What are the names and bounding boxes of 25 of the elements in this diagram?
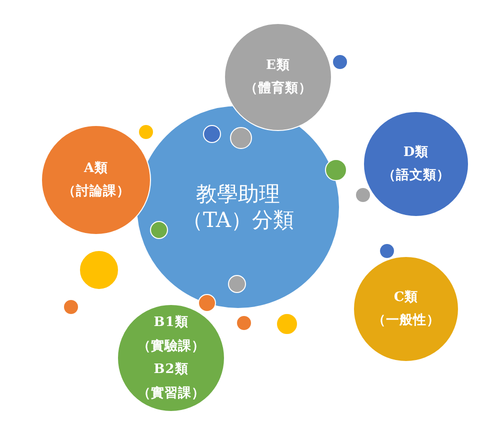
dot-icon (379, 243, 395, 259)
category-description: （一般性） (372, 312, 440, 330)
category-name: B2類 (154, 361, 188, 379)
dot-icon (332, 54, 348, 70)
category-name: B1類 (154, 314, 188, 332)
category-description: （體育類） (244, 80, 312, 98)
center-title: 教學助理（TA）分類 (180, 181, 296, 233)
category-name: A類 (84, 160, 108, 178)
dot-icon (325, 159, 347, 181)
category-description: （語文類） (382, 166, 450, 185)
dot-icon (230, 126, 252, 148)
dot-icon (150, 220, 168, 238)
dot-icon (236, 315, 252, 331)
category-description: （實驗課） (137, 338, 205, 356)
category-name: D類 (403, 144, 429, 162)
category-name: C類 (394, 288, 418, 306)
category-description: （討論課） (62, 183, 130, 201)
category-name: E類 (266, 56, 290, 74)
dot-icon (198, 294, 216, 312)
dot-icon (202, 124, 220, 142)
dot-icon (276, 313, 298, 335)
category-description: （實習課） (137, 384, 205, 402)
dot-icon (228, 274, 246, 292)
dot-icon (63, 299, 79, 315)
dot-icon (355, 187, 371, 203)
